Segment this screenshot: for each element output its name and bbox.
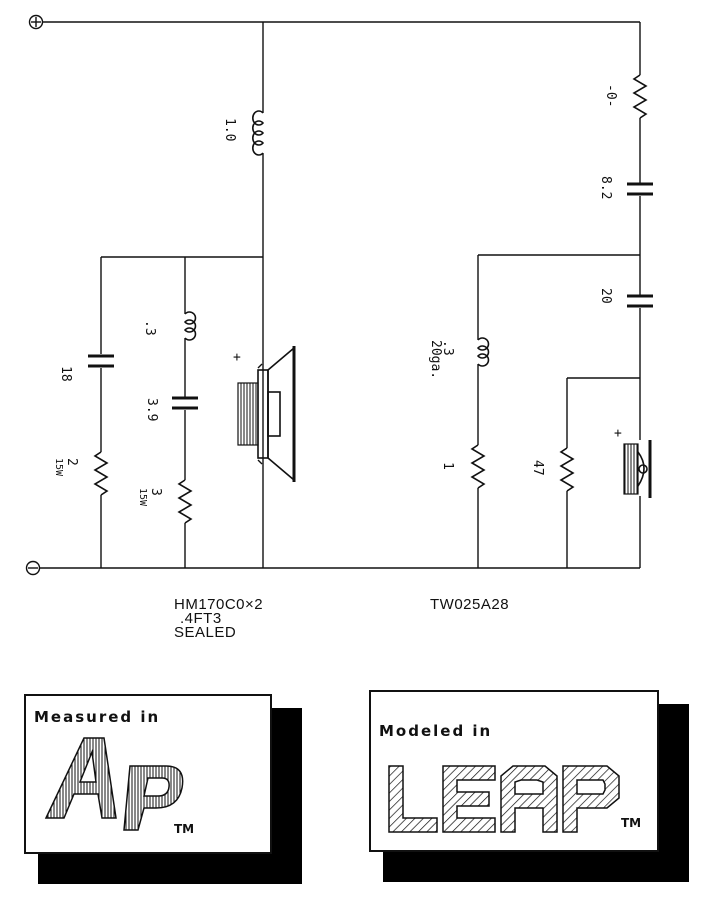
ap-logo — [44, 737, 184, 831]
tweeter-driver — [623, 440, 652, 498]
tweeter-shunt-inductor — [476, 337, 490, 367]
res-3-label: 3 — [148, 488, 163, 496]
woofer-caption-volume: .4FT3 — [180, 610, 222, 627]
ind-gauge-label: 20ga. — [428, 340, 443, 379]
woofer-caption-enclosure: SEALED — [174, 624, 237, 641]
woofer-shunt-resistor-2 — [93, 451, 109, 496]
tweeter-series-resistor — [632, 74, 648, 119]
tweeter-caption: TW025A28 — [430, 596, 510, 613]
tweeter-series-capacitor-8-2 — [627, 182, 653, 196]
leap-badge: Modeled in TM — [369, 690, 691, 886]
woofer-shunt-capacitor-3-9 — [172, 396, 198, 410]
woofer-shunt-inductor — [183, 311, 197, 341]
ind-3-label: .3 — [142, 320, 157, 336]
crossover-schematic: 1.0 18 2 15W .3 3.9 3 15W + — [25, 14, 653, 576]
res-3-rating: 15W — [137, 488, 148, 507]
woofer-caption-model: HM170C0×2 — [174, 596, 264, 613]
tweeter-shunt-resistor-47 — [559, 447, 575, 492]
woofer-shunt-capacitor-18 — [88, 354, 114, 368]
res-1-label: 1 — [440, 462, 455, 470]
woofer-shunt-resistor-3 — [177, 479, 193, 524]
woofer-caption: HM170C0×2 .4FT3 SEALED — [174, 596, 264, 641]
res-2-label: 2 — [64, 458, 79, 466]
ind-3-tw-label: .3 — [440, 340, 455, 356]
positive-terminal — [28, 14, 44, 30]
cap-18-label: 18 — [58, 366, 73, 382]
woofer-inductor-label: 1.0 — [222, 118, 237, 141]
leap-logo — [388, 765, 620, 833]
tweeter-polarity: + — [614, 426, 622, 441]
ap-badge: Measured in TM — [24, 694, 304, 886]
negative-terminal — [25, 560, 41, 576]
leap-trademark: TM — [621, 816, 642, 830]
cap-3-9-label: 3.9 — [144, 398, 159, 421]
woofer-polarity: + — [233, 350, 241, 365]
woofer-series-inductor — [252, 110, 265, 156]
woofer-driver — [237, 346, 296, 482]
ap-trademark: TM — [174, 822, 195, 836]
ap-badge-title: Measured in — [34, 708, 161, 726]
res-2-rating: 15W — [53, 458, 64, 477]
res-47-label: 47 — [530, 460, 545, 476]
cap-8-2-label: 8.2 — [598, 176, 613, 199]
tweeter-series-capacitor-20 — [627, 294, 653, 308]
leap-badge-title: Modeled in — [379, 722, 493, 740]
tweeter-shunt-resistor-1 — [470, 444, 486, 489]
cap-20-label: 20 — [598, 288, 613, 304]
res-zero-label: -0- — [603, 84, 618, 107]
